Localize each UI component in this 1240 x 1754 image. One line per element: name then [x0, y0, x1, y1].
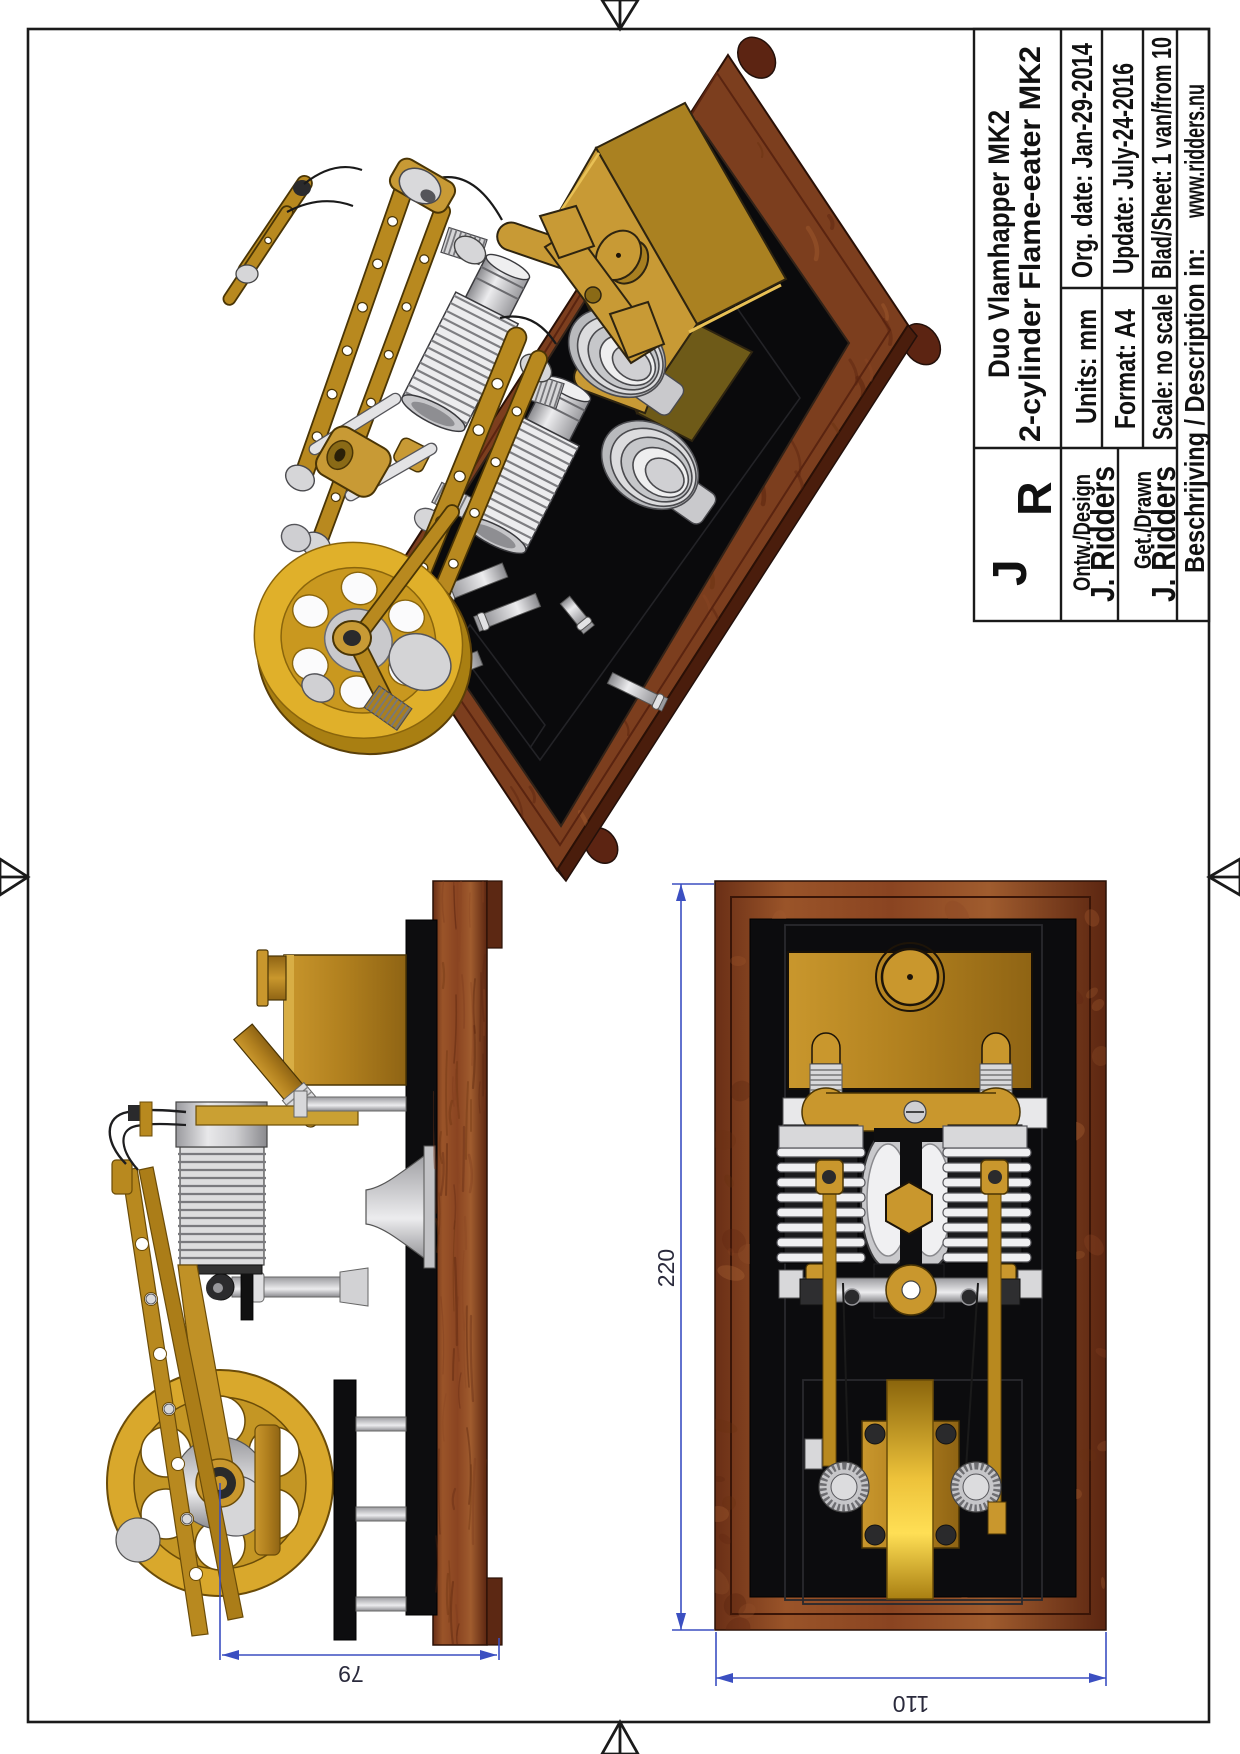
svg-text:Get./Drawn: Get./Drawn	[1130, 471, 1157, 569]
svg-text:Scale: no scale: Scale: no scale	[1147, 294, 1178, 440]
svg-text:J. Ridders: J. Ridders	[1145, 466, 1182, 602]
svg-text:J. Ridders: J. Ridders	[1084, 466, 1121, 602]
svg-text:Ontw./Design: Ontw./Design	[1069, 474, 1096, 591]
svg-text:220: 220	[653, 1249, 679, 1287]
svg-text:110: 110	[893, 1691, 930, 1717]
svg-text:J: J	[984, 559, 1037, 586]
svg-text:2-cylinder Flame-eater MK2: 2-cylinder Flame-eater MK2	[1014, 46, 1047, 442]
svg-text:Duo Vlamhapper MK2: Duo Vlamhapper MK2	[983, 110, 1016, 378]
svg-text:79: 79	[338, 1661, 364, 1687]
svg-text:Units: mm: Units: mm	[1071, 309, 1103, 424]
svg-text:Beschrijving / Description in:: Beschrijving / Description in:	[1179, 248, 1210, 573]
svg-text:R: R	[1009, 481, 1062, 516]
svg-text:Format: A4: Format: A4	[1110, 309, 1142, 429]
svg-text:Org. date: Jan-29-2014: Org. date: Jan-29-2014	[1067, 43, 1099, 278]
svg-text:Update: July-24-2016: Update: July-24-2016	[1108, 63, 1140, 274]
svg-text:Blad/Sheet: 1 van/from 10: Blad/Sheet: 1 van/from 10	[1146, 37, 1177, 279]
svg-text:www.ridders.nu: www.ridders.nu	[1179, 84, 1210, 219]
